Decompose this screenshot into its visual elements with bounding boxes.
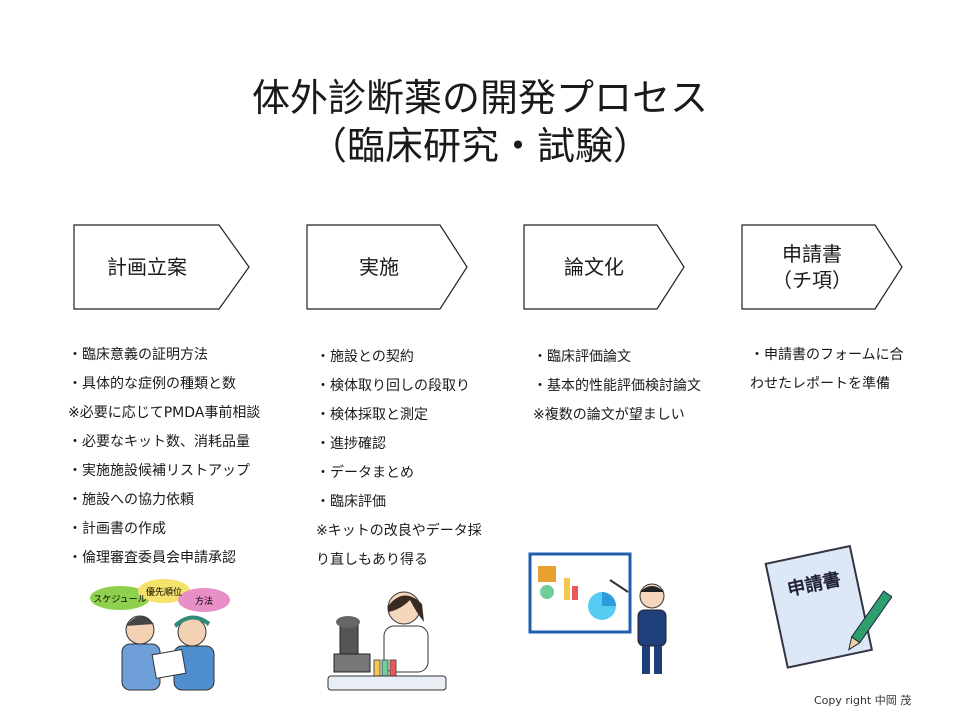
- list-item: ・臨床評価: [316, 494, 386, 510]
- list-item: ・臨床意義の証明方法: [68, 347, 208, 363]
- step-label: 論文化: [564, 255, 624, 279]
- list-item: ※複数の論文が望ましい: [533, 407, 685, 423]
- paper-items-list: ・臨床評価論文 ・基本的性能評価検討論文 ※複数の論文が望ましい: [533, 343, 701, 430]
- page-subtitle: （臨床研究・試験）: [308, 124, 651, 168]
- list-item: ・臨床評価論文: [533, 349, 631, 365]
- step-execution: 実施: [306, 224, 484, 310]
- step-paper: 論文化: [523, 224, 701, 310]
- application-items-list: ・申請書のフォームに合 わせたレポートを準備: [750, 341, 904, 399]
- bubble-priority-shape: [138, 579, 190, 603]
- list-item: ・検体取り回しの段取り: [316, 378, 470, 394]
- application-document-illustration: 申請書: [764, 544, 892, 669]
- bubble-schedule-text: スケジュール: [93, 594, 146, 605]
- lab-illustration: [327, 591, 447, 691]
- step-label: 申請書 （チ項）: [772, 242, 852, 292]
- list-item: ・具体的な症例の種類と数: [68, 376, 236, 392]
- bubble-method-text: 方法: [195, 595, 213, 607]
- execution-items-list: ・施設との契約 ・検体取り回しの段取り ・検体採取と測定 ・進捗確認 ・データま…: [316, 343, 482, 575]
- step-arrow-shape: [73, 224, 250, 310]
- list-item: ・倫理審査委員会申請承認: [68, 550, 236, 566]
- list-item: ※必要に応じてPMDA事前相談: [68, 405, 261, 421]
- step-arrow-shape: [523, 224, 685, 310]
- step-arrow-shape: [741, 224, 903, 310]
- list-item: ・実施施設候補リストアップ: [68, 463, 250, 479]
- step-label: 実施: [359, 255, 399, 279]
- list-item: ・データまとめ: [316, 465, 414, 481]
- meeting-illustration: スケジュール 優先順位 方法: [90, 579, 230, 691]
- list-item: ・進捗確認: [316, 436, 386, 452]
- list-item: ・申請書のフォームに合: [750, 347, 904, 363]
- list-item: ・基本的性能評価検討論文: [533, 378, 701, 394]
- list-item: り直しもあり得る: [316, 552, 428, 568]
- list-item: ・施設との契約: [316, 349, 414, 365]
- bubble-schedule-shape: [90, 586, 150, 610]
- list-item: ・必要なキット数、消耗品量: [68, 434, 250, 450]
- list-item: ・検体採取と測定: [316, 407, 428, 423]
- presentation-illustration: [528, 552, 667, 674]
- list-item: わせたレポートを準備: [750, 376, 890, 392]
- list-item: ・計画書の作成: [68, 521, 166, 537]
- bubble-priority-text: 優先順位: [146, 586, 182, 598]
- list-item: ※キットの改良やデータ採: [316, 523, 482, 539]
- list-item: ・施設への協力依頼: [68, 492, 194, 508]
- step-label: 計画立案: [107, 255, 187, 279]
- plan-items-list: ・臨床意義の証明方法 ・具体的な症例の種類と数 ※必要に応じてPMDA事前相談 …: [68, 341, 260, 573]
- step-arrow-shape: [306, 224, 468, 310]
- step-application: 申請書 （チ項）: [741, 224, 919, 310]
- copyright-text: Copy right 中岡 茂: [814, 694, 912, 707]
- page-title: 体外診断薬の開発プロセス: [251, 76, 708, 120]
- step-planning: 計画立案: [73, 224, 251, 310]
- bubble-method-shape: [178, 588, 230, 612]
